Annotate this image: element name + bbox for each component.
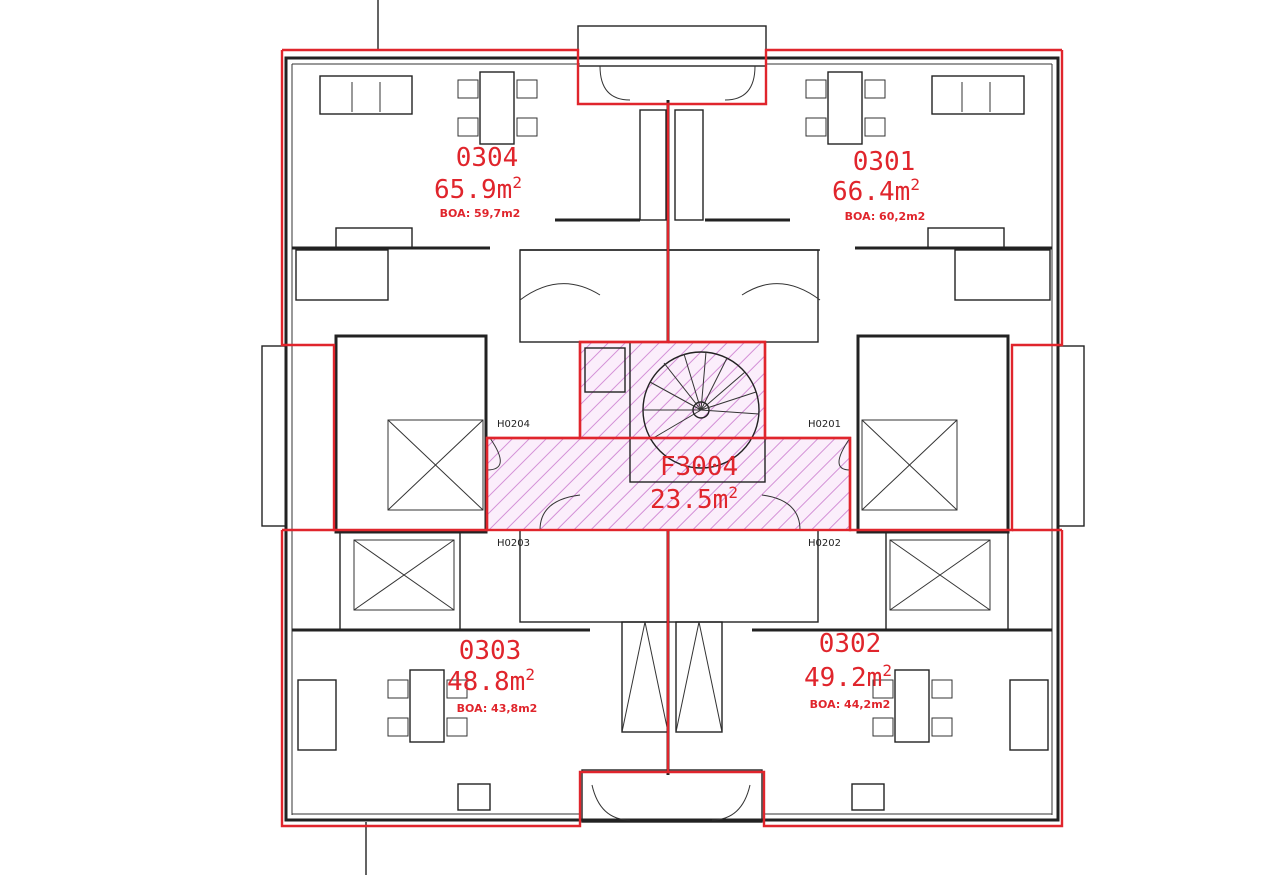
unit-area: 65.9m bbox=[434, 175, 512, 205]
svg-text:66.4m2: 66.4m2 bbox=[832, 175, 920, 207]
common-area: 23.5m bbox=[650, 485, 728, 515]
unit-area-sup: 2 bbox=[910, 175, 920, 194]
unit-boundaries bbox=[280, 48, 1064, 828]
door-tag-h0201: H0201 bbox=[808, 419, 841, 430]
unit-label-0303: 0303 48.8m2 BOA: 43,8m2 bbox=[447, 636, 537, 715]
door-tag-h0204: H0204 bbox=[497, 419, 530, 430]
outer-walls bbox=[261, 25, 1085, 823]
unit-area: 66.4m bbox=[832, 177, 910, 207]
unit-label-0301: 0301 66.4m2 BOA: 60,2m2 bbox=[832, 147, 925, 223]
unit-boa: BOA: 60,2m2 bbox=[845, 210, 926, 223]
unit-area-sup: 2 bbox=[525, 665, 535, 684]
unit-boa: BOA: 43,8m2 bbox=[457, 702, 538, 715]
common-area-label: F3004 23.5m2 bbox=[650, 452, 738, 515]
unit-label-0302: 0302 49.2m2 BOA: 44,2m2 bbox=[804, 629, 892, 711]
door-tag-h0202: H0202 bbox=[808, 538, 841, 549]
unit-area: 49.2m bbox=[804, 663, 882, 693]
common-area-sup: 2 bbox=[728, 483, 738, 502]
common-id: F3004 bbox=[660, 452, 738, 482]
svg-text:48.8m2: 48.8m2 bbox=[447, 665, 535, 697]
unit-boa: BOA: 44,2m2 bbox=[810, 698, 891, 711]
unit-boa: BOA: 59,7m2 bbox=[440, 207, 521, 220]
svg-text:65.9m2: 65.9m2 bbox=[434, 173, 522, 205]
door-swings bbox=[486, 65, 851, 821]
unit-area: 48.8m bbox=[447, 667, 525, 697]
unit-id: 0304 bbox=[456, 143, 519, 173]
unit-id: 0303 bbox=[459, 636, 522, 666]
unit-id: 0301 bbox=[853, 147, 916, 177]
unit-area-sup: 2 bbox=[512, 173, 522, 192]
unit-area-sup: 2 bbox=[882, 661, 892, 680]
unit-label-0304: 0304 65.9m2 BOA: 59,7m2 bbox=[434, 143, 522, 220]
door-tag-h0203: H0203 bbox=[497, 538, 530, 549]
svg-text:49.2m2: 49.2m2 bbox=[804, 661, 892, 693]
furniture bbox=[297, 71, 1049, 811]
unit-id: 0302 bbox=[819, 629, 882, 659]
common-area-hatch bbox=[487, 342, 850, 530]
svg-text:23.5m2: 23.5m2 bbox=[650, 483, 738, 515]
